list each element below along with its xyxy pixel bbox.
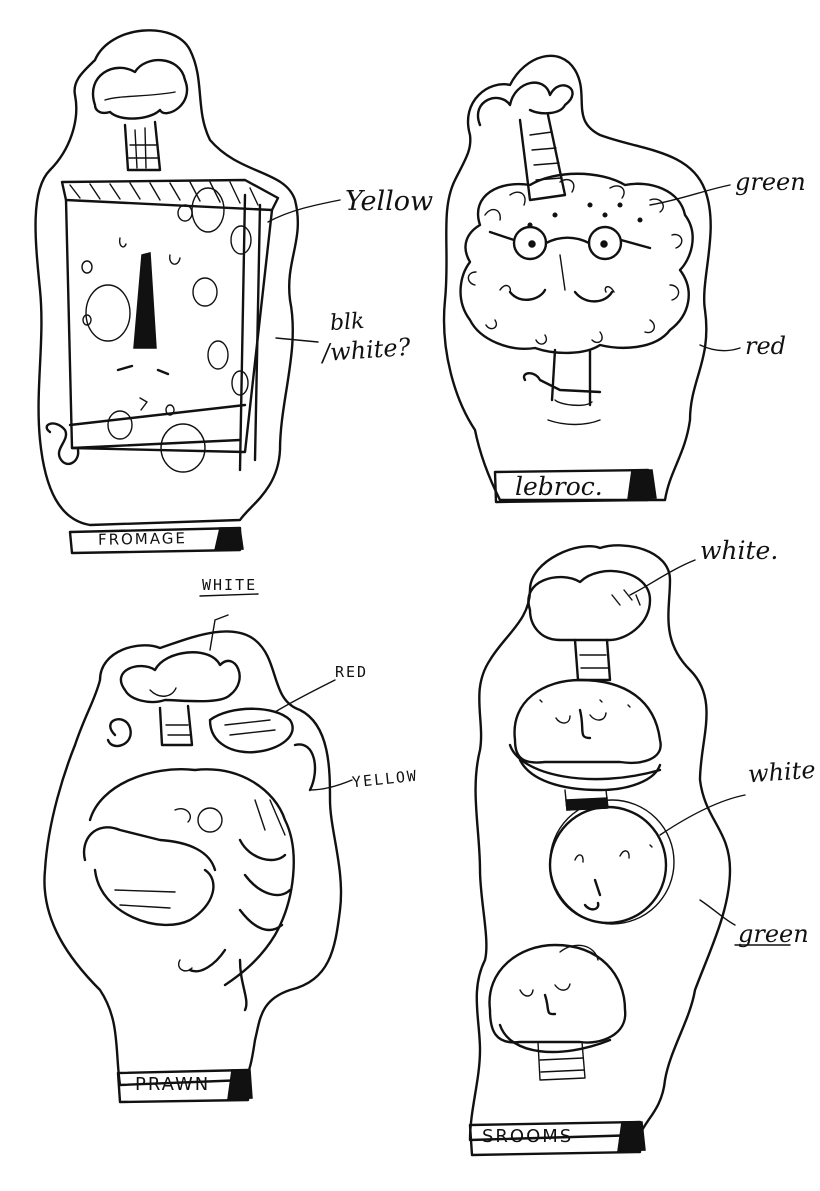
srooms-note-white-mid: white: [747, 755, 817, 789]
annotation-lines: [199, 184, 791, 946]
fromage-note-white: /white?: [321, 332, 412, 368]
srooms-note-green: green: [738, 920, 809, 948]
srooms-plaque-label: SROOMS: [482, 1126, 574, 1147]
lebroc-sketch: [442, 54, 712, 504]
prawn-sketch: [43, 630, 343, 1104]
lebroc-plaque-label: lebroc.: [515, 472, 603, 501]
fromage-plaque-label: FROMAGE: [97, 529, 188, 549]
lebroc-note-green: green: [735, 168, 806, 196]
srooms-note-white-top: white.: [700, 536, 779, 565]
prawn-plaque-label: PRAWN: [135, 1074, 211, 1095]
srooms-sketch: [468, 544, 732, 1157]
fromage-note-yellow: Yellow: [345, 186, 434, 217]
lebroc-note-red: red: [745, 332, 787, 360]
fromage-sketch: [34, 29, 300, 555]
fromage-note-blk: blk: [329, 308, 366, 337]
prawn-note-white: WHITE: [202, 576, 258, 594]
prawn-note-red: RED: [335, 663, 369, 681]
